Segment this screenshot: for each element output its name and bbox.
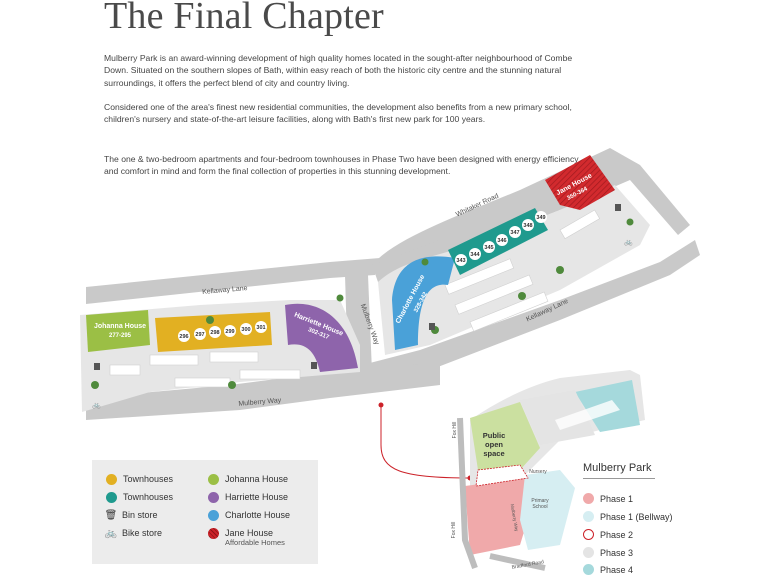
kellaway-lane-road (86, 258, 380, 304)
whitaker-road (372, 148, 690, 270)
bin-store-icon (94, 363, 100, 370)
east-kellaway-road (362, 240, 700, 390)
map-legend: Townhouses Johanna House Townhouses Harr… (92, 460, 318, 564)
phase-legend-title: Mulberry Park (583, 462, 652, 474)
johanna-house-units: 277-295 (109, 333, 132, 339)
legend-jane-house: Jane House Affordable Homes (208, 528, 285, 547)
bin-store-icon (615, 204, 621, 211)
johanna-house (86, 310, 150, 352)
primary-school-label: School (532, 504, 547, 510)
primary-school-label: Primary (531, 498, 549, 504)
phase-two-paragraph: The one & two-bedroom apartments and fou… (104, 154, 579, 177)
legend-charlotte-house: Charlotte House (208, 510, 290, 521)
legend-bike-store: 🚲 Bike store (104, 528, 163, 539)
plot-label: 348 (523, 223, 532, 229)
plot-label: 347 (510, 230, 519, 236)
phase-4-item: Phase 4 (583, 564, 633, 575)
plot-label: 301 (256, 325, 265, 331)
charlotte-house (392, 256, 455, 350)
phase-1-bellway-item: Phase 1 (Bellway) (583, 511, 673, 522)
bradford-road-label: Bradford Road (511, 559, 544, 571)
plot-label: 349 (536, 215, 545, 221)
plot-label: 298 (210, 330, 219, 336)
intro-paragraph: Mulberry Park is an award-winning develo… (104, 53, 573, 88)
legend-townhouses-teal: Townhouses (106, 492, 173, 503)
phase-3-item: Phase 3 (583, 547, 633, 558)
plot-label: 343 (456, 258, 465, 264)
page-title: The Final Chapter (104, 0, 384, 37)
harriette-house (285, 303, 358, 372)
teal-plot-markers: 343 344 345 346 347 348 349 (455, 211, 547, 266)
affordable-homes-label: Affordable Homes (225, 538, 285, 547)
plot-label: 346 (497, 238, 506, 244)
phase-1-item: Phase 1 (583, 493, 633, 504)
bin-store-icon (311, 362, 317, 369)
hatched-red-dot-icon (208, 528, 219, 539)
legend-harriette-house: Harriette House (208, 492, 288, 503)
plot-label: 344 (470, 252, 480, 258)
plot-label: 345 (484, 245, 493, 251)
phase-3-swatch (583, 547, 594, 558)
phase-1-bellway-swatch (583, 511, 594, 522)
bike-store-icon: 🚲 (624, 239, 633, 246)
fox-hill-label-bottom: Fox Hill (451, 522, 457, 539)
community-paragraph: Considered one of the area's finest new … (104, 102, 572, 125)
plot-label: 296 (179, 334, 188, 340)
legend-townhouses-yellow: Townhouses (106, 474, 173, 485)
bike-icon: 🚲 (104, 528, 118, 539)
public-open-space-label: space (483, 449, 504, 458)
yellow-plot-markers: 296 297 298 299 300 301 (178, 321, 267, 342)
johanna-house-label: Johanna House (94, 323, 146, 330)
site-mulberry-way-label: Mulberry Way (510, 504, 520, 533)
phase-1-swatch (583, 493, 594, 504)
plot-label: 300 (241, 327, 250, 333)
bin-icon: 🗑 (104, 510, 118, 521)
nursery-label: Nursery (529, 469, 547, 475)
public-open-space-label: Public (483, 431, 506, 440)
mulberry-way-label: Mulberry Way (238, 397, 282, 408)
site-overview-map (457, 370, 645, 571)
bike-store-icon: 🚲 (92, 402, 101, 409)
plot-label: 299 (225, 329, 234, 335)
blue-dot-icon (208, 510, 219, 521)
bin-store-icon (429, 323, 435, 330)
yellow-dot-icon (106, 474, 117, 485)
phase-legend-divider (583, 478, 655, 479)
callout-line (380, 405, 471, 479)
mulberry-way-road (86, 362, 440, 420)
jane-house (545, 155, 615, 210)
green-dot-icon (208, 474, 219, 485)
legend-bin-store: 🗑 Bin store (104, 510, 158, 521)
plot-label: 297 (195, 332, 204, 338)
public-open-space-label: open (485, 440, 503, 449)
phase-2-swatch (583, 529, 594, 540)
purple-dot-icon (208, 492, 219, 503)
kellaway-lane-label: Kellaway Lane (202, 285, 248, 296)
jane-house-legend-label: Jane House (225, 528, 274, 538)
legend-johanna-house: Johanna House (208, 474, 288, 485)
teal-dot-icon (106, 492, 117, 503)
phase-2-item: Phase 2 (583, 529, 633, 540)
phase-4-swatch (583, 564, 594, 575)
fox-hill-label-top: Fox Hill (452, 422, 458, 439)
